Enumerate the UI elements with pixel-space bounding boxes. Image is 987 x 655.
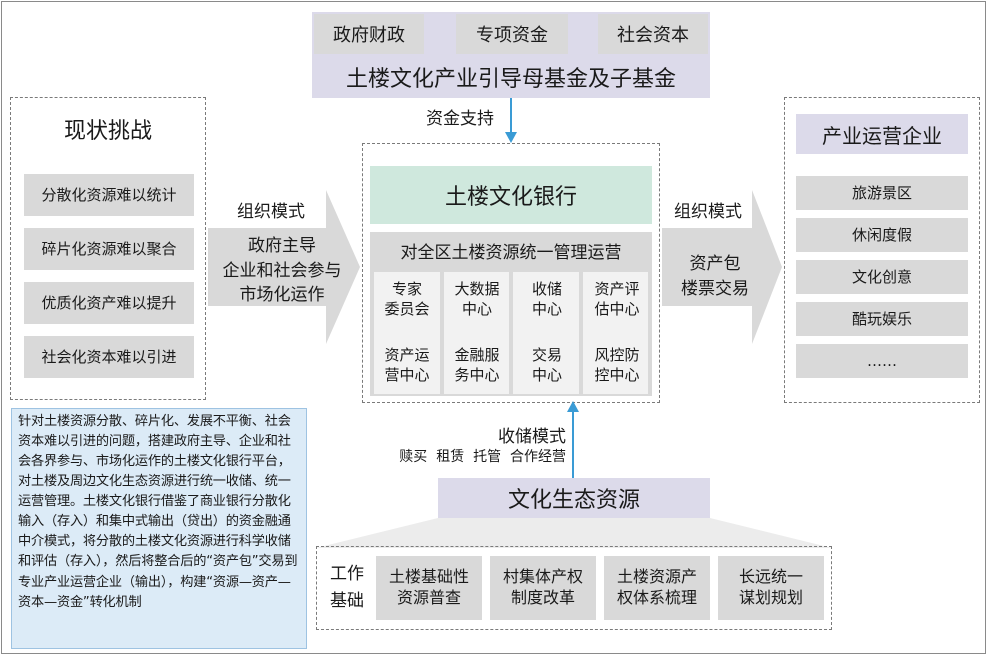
right-mode-arrow: [662, 190, 782, 344]
challenge-item: 社会化资本难以引进: [24, 336, 194, 378]
challenge-item: 分散化资源难以统计: [24, 174, 194, 216]
foundation-label: 工作基础: [330, 563, 364, 611]
storage-mode-methods: 赎买 租赁 托管 合作经营: [399, 449, 566, 465]
enterprises-title: 产业运营企业: [796, 114, 968, 154]
center-column: [443, 272, 509, 394]
foundation-panel: [316, 546, 832, 630]
source-social-capital: 社会资本: [598, 14, 708, 54]
enterprise-item: 休闲度假: [796, 218, 968, 252]
enterprise-item: 酷玩娱乐: [796, 302, 968, 336]
description-note: 针对土楼资源分散、碎片化、发展不平衡、社会资本难以引进的问题，搭建政府主导、企业…: [11, 408, 307, 649]
right-mode-line: 资产包: [689, 254, 741, 274]
center-asset-operation: 资产运营中心: [384, 346, 430, 384]
left-mode-description: 政府主导 企业和社会参与 市场化运作: [208, 234, 356, 308]
funding-arrow: [505, 98, 517, 143]
foundation-long-term-planning: 长远统一谋划规划: [718, 556, 824, 620]
center-expert-committee: 专家委员会: [384, 280, 430, 318]
enterprises-panel: [784, 97, 980, 403]
challenges-title: 现状挑战: [63, 119, 152, 144]
enterprise-item: ……: [796, 344, 968, 378]
challenges-panel: [10, 97, 206, 400]
center-storage: 收储中心: [531, 280, 562, 318]
center-column: [513, 272, 579, 394]
storage-mode-title: 收储模式: [498, 427, 566, 447]
left-mode-line: 企业和社会参与: [222, 260, 342, 281]
cultural-ecology-resource: 文化生态资源: [438, 478, 710, 518]
ecology-fan: [316, 518, 832, 548]
center-financial-services: 金融服务中心: [454, 346, 500, 384]
bank-subtitle: 对全区土楼资源统一管理运营: [400, 242, 622, 263]
enterprise-item: 文化创意: [796, 260, 968, 294]
center-big-data: 大数据中心: [454, 280, 500, 318]
source-special-funds: 专项资金: [456, 14, 568, 54]
enterprise-item: 旅游景区: [796, 176, 968, 210]
foundation-property-reform: 村集体产权制度改革: [490, 556, 596, 620]
foundation-resource-survey: 土楼基础性资源普查: [376, 556, 482, 620]
right-mode-line: 楼票交易: [681, 278, 749, 299]
funding-support-label: 资金支持: [426, 108, 494, 129]
bank-panel: [362, 143, 660, 403]
foundation-rights-system: 土楼资源产权体系梳理: [604, 556, 710, 620]
challenge-item: 优质化资产难以提升: [24, 282, 194, 324]
center-column: [582, 272, 648, 394]
left-mode-line: 市场化运作: [239, 285, 325, 306]
guidance-fund-title: 土楼文化产业引导母基金及子基金: [345, 67, 676, 92]
right-mode-description: 资产包 楼票交易: [662, 252, 768, 301]
center-trading: 交易中心: [531, 346, 562, 384]
challenge-item: 碎片化资源难以聚合: [24, 228, 194, 270]
storage-arrow: [567, 401, 579, 478]
center-risk-control: 风控防控中心: [594, 346, 640, 384]
left-mode-line: 政府主导: [248, 236, 316, 256]
right-mode-title: 组织模式: [674, 201, 742, 222]
bank-center-columns: [374, 272, 648, 394]
bank-title: 土楼文化银行: [370, 166, 652, 224]
center-column: [374, 272, 440, 394]
source-government-finance: 政府财政: [314, 14, 424, 54]
left-mode-arrow: [208, 190, 360, 344]
center-asset-evaluation: 资产评估中心: [594, 280, 640, 318]
left-mode-title: 组织模式: [237, 201, 305, 222]
